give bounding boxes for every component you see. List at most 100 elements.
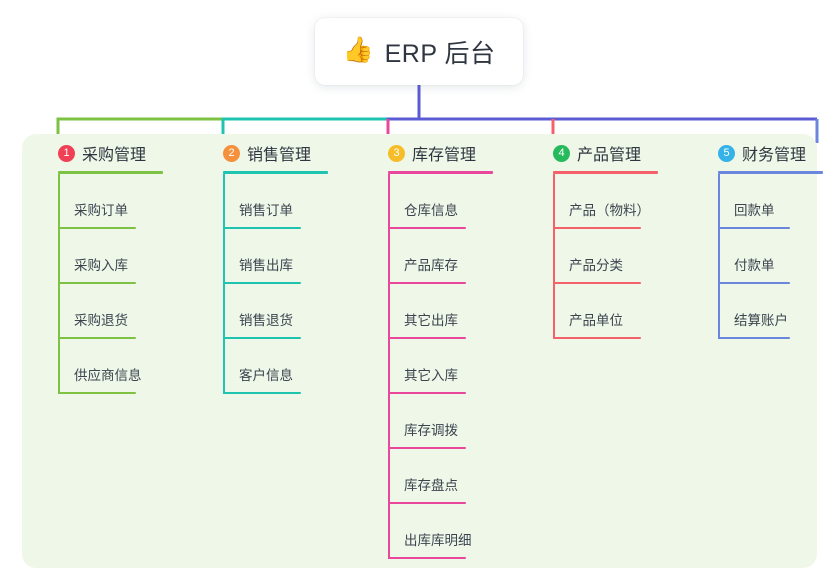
branch-item[interactable]: 采购退货 xyxy=(40,284,190,339)
branch-item[interactable]: 产品库存 xyxy=(370,229,520,284)
branch-item[interactable]: 付款单 xyxy=(700,229,839,284)
branch-item-underline xyxy=(388,392,466,394)
branch-item[interactable]: 库存盘点 xyxy=(370,449,520,504)
branch-item-label: 出库库明细 xyxy=(404,533,472,548)
branch-item[interactable]: 采购订单 xyxy=(40,174,190,229)
branch-item-list: 销售订单销售出库销售退货客户信息 xyxy=(205,174,355,394)
branch-item-label: 回款单 xyxy=(734,203,775,218)
branch-item-underline xyxy=(58,282,136,284)
root-title: ERP 后台 xyxy=(384,39,496,68)
branch-item-label: 其它入库 xyxy=(404,368,458,383)
branch-item[interactable]: 其它出库 xyxy=(370,284,520,339)
branch-item-list: 回款单付款单结算账户 xyxy=(700,174,839,339)
branch-item-underline xyxy=(58,337,136,339)
branch-item[interactable]: 销售退货 xyxy=(205,284,355,339)
branch-item-label: 仓库信息 xyxy=(404,203,458,218)
branch-column-3: 3 库存管理仓库信息产品库存其它出库其它入库库存调拨库存盘点出库库明细 xyxy=(370,140,520,559)
branch-item[interactable]: 供应商信息 xyxy=(40,339,190,394)
branch-item[interactable]: 其它入库 xyxy=(370,339,520,394)
branch-item-label: 库存盘点 xyxy=(404,478,458,493)
branch-header-2[interactable]: 2 销售管理 xyxy=(205,140,355,166)
branch-item-underline xyxy=(718,282,790,284)
branch-spine xyxy=(718,174,720,339)
branch-item-underline xyxy=(223,337,301,339)
branch-item-label: 结算账户 xyxy=(734,313,788,328)
branch-item[interactable]: 库存调拨 xyxy=(370,394,520,449)
branch-title: 库存管理 xyxy=(412,147,477,164)
branch-item[interactable]: 客户信息 xyxy=(205,339,355,394)
branch-item-underline xyxy=(223,227,301,229)
branch-item[interactable]: 销售出库 xyxy=(205,229,355,284)
branch-number-badge: 2 xyxy=(223,144,240,162)
branch-title: 销售管理 xyxy=(247,147,312,164)
branch-column-2: 2 销售管理销售订单销售出库销售退货客户信息 xyxy=(205,140,355,394)
branch-item-underline xyxy=(58,392,136,394)
branch-title: 采购管理 xyxy=(82,147,147,164)
branch-item-underline xyxy=(388,282,466,284)
branch-item-label: 库存调拨 xyxy=(404,423,458,438)
branch-item-underline xyxy=(388,447,466,449)
branch-item-underline xyxy=(223,282,301,284)
branch-item-label: 产品分类 xyxy=(569,258,623,273)
branch-item-label: 客户信息 xyxy=(239,368,293,383)
branch-item[interactable]: 采购入库 xyxy=(40,229,190,284)
branch-item-label: 采购订单 xyxy=(74,203,128,218)
branch-header-underline xyxy=(223,171,328,174)
branch-item-label: 产品库存 xyxy=(404,258,458,273)
branch-item-underline xyxy=(223,392,301,394)
branch-item-label: 其它出库 xyxy=(404,313,458,328)
branch-header-underline xyxy=(58,171,163,174)
branch-header-underline xyxy=(553,171,658,174)
branch-header-underline xyxy=(718,171,823,174)
branch-item-list: 产品（物料） 产品分类产品单位 xyxy=(535,174,685,339)
branch-number-badge: 1 xyxy=(58,144,75,162)
branch-item[interactable]: 产品（物料） xyxy=(535,174,685,229)
branch-item-label: 采购入库 xyxy=(74,258,128,273)
branch-item[interactable]: 出库库明细 xyxy=(370,504,520,559)
branch-item-underline xyxy=(553,227,641,229)
branch-item[interactable]: 销售订单 xyxy=(205,174,355,229)
branch-item-underline xyxy=(718,227,790,229)
branch-title: 财务管理 xyxy=(742,147,807,164)
branch-item-list: 采购订单采购入库采购退货供应商信息 xyxy=(40,174,190,394)
branch-number-badge: 4 xyxy=(553,144,570,162)
branch-item-list: 仓库信息产品库存其它出库其它入库库存调拨库存盘点出库库明细 xyxy=(370,174,520,559)
branch-item-label: 产品单位 xyxy=(569,313,623,328)
root-node[interactable]: 👍 ERP 后台 xyxy=(315,18,523,85)
branch-item-label: 销售订单 xyxy=(239,203,293,218)
branch-item[interactable]: 产品分类 xyxy=(535,229,685,284)
branch-header-5[interactable]: 5 财务管理 xyxy=(700,140,839,166)
branches-panel xyxy=(22,134,817,568)
branch-item-label: 供应商信息 xyxy=(74,368,142,383)
branch-item[interactable]: 回款单 xyxy=(700,174,839,229)
branch-column-5: 5 财务管理回款单付款单结算账户 xyxy=(700,140,839,339)
branch-header-1[interactable]: 1 采购管理 xyxy=(40,140,190,166)
branch-item-label: 销售出库 xyxy=(239,258,293,273)
branch-item-underline xyxy=(388,337,466,339)
branch-header-3[interactable]: 3 库存管理 xyxy=(370,140,520,166)
branch-spine xyxy=(223,174,225,394)
branch-header-underline xyxy=(388,171,493,174)
branch-item-underline xyxy=(553,337,641,339)
branch-item-underline xyxy=(553,282,641,284)
branch-item[interactable]: 结算账户 xyxy=(700,284,839,339)
branch-column-1: 1 采购管理采购订单采购入库采购退货供应商信息 xyxy=(40,140,190,394)
branch-spine xyxy=(58,174,60,394)
branch-number-badge: 3 xyxy=(388,144,405,162)
branch-item-label: 付款单 xyxy=(734,258,775,273)
branch-item-underline xyxy=(718,337,790,339)
branch-item-underline xyxy=(388,502,466,504)
branch-item-underline xyxy=(58,227,136,229)
branch-item-label: 产品（物料） xyxy=(569,203,650,218)
branch-item-underline xyxy=(388,557,466,559)
branch-item-label: 销售退货 xyxy=(239,313,293,328)
branch-item-underline xyxy=(388,227,466,229)
branch-spine xyxy=(388,174,390,559)
branch-number-badge: 5 xyxy=(718,144,735,162)
branch-item[interactable]: 仓库信息 xyxy=(370,174,520,229)
thumbs-up-icon: 👍 xyxy=(342,36,374,64)
branch-item[interactable]: 产品单位 xyxy=(535,284,685,339)
